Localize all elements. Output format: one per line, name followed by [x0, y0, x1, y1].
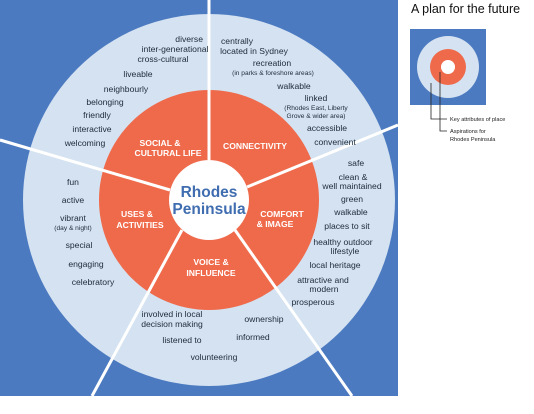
legend-leader-inner: [439, 72, 447, 132]
attribute-engaging: engaging: [68, 259, 104, 269]
attribute-liveable: liveable: [123, 69, 152, 79]
attribute-located-in-sydney: located in Sydney: [220, 46, 289, 56]
attribute-convenient: convenient: [314, 137, 356, 147]
attribute-recreation: recreation: [253, 58, 291, 68]
voice-attributes: involved in local decision making listen…: [141, 309, 284, 362]
legend-center: [441, 60, 455, 74]
attribute-centrally: centrally: [221, 36, 254, 46]
attribute-linked-note-1: (Rhodes East, Liberty: [284, 105, 348, 112]
attribute-listened-to: listened to: [162, 335, 201, 345]
attribute-cross-cultural: cross-cultural: [137, 54, 188, 64]
attribute-vibrant: vibrant: [60, 213, 86, 223]
attribute-neighbourly: neighbourly: [104, 84, 149, 94]
attribute-informed: informed: [236, 332, 270, 342]
attribute-green: green: [341, 194, 363, 204]
attribute-welcoming: welcoming: [64, 138, 106, 148]
attribute-vibrant-note: (day & night): [54, 225, 91, 232]
aspiration-uses-line1: USES &: [121, 209, 153, 219]
aspiration-voice-line2: INFLUENCE: [186, 268, 235, 278]
attribute-belonging: belonging: [86, 97, 123, 107]
comfort-attributes: safe clean & well maintained green walka…: [292, 158, 382, 307]
uses-attributes: fun active vibrant (day & night) special…: [54, 177, 115, 287]
aspiration-voice-line1: VOICE &: [193, 257, 228, 267]
attribute-fun: fun: [67, 177, 79, 187]
attribute-special: special: [66, 240, 93, 250]
aspiration-social-line2: CULTURAL LIFE: [135, 148, 202, 158]
attribute-modern: modern: [309, 284, 338, 294]
aspiration-comfort-line2: & IMAGE: [257, 219, 294, 229]
aspiration-connectivity: CONNECTIVITY: [223, 141, 287, 151]
aspiration-comfort-line1: COMFORT: [260, 209, 304, 219]
attribute-active: active: [62, 195, 85, 205]
attribute-walkable-connectivity: walkable: [276, 81, 311, 91]
attribute-healthy-outdoor: healthy outdoor: [313, 237, 372, 247]
attribute-prosperous: prosperous: [292, 297, 335, 307]
attribute-friendly: friendly: [83, 110, 111, 120]
attribute-linked-note-2: Grove & wider area): [287, 113, 346, 120]
attribute-well-maintained: well maintained: [321, 181, 381, 191]
attribute-attractive-and: attractive and: [297, 275, 349, 285]
legend-leader-outer: [430, 83, 447, 120]
attribute-clean: clean &: [339, 172, 368, 182]
divider-right: [246, 123, 399, 189]
attribute-celebratory: celebratory: [72, 277, 115, 287]
attribute-local-heritage: local heritage: [309, 260, 360, 270]
attribute-places-to-sit: places to sit: [324, 221, 370, 231]
attribute-involved: involved in local: [142, 309, 203, 319]
social-attributes: diverse inter-generational cross-cultura…: [64, 34, 209, 148]
aspiration-social-line1: SOCIAL &: [140, 138, 181, 148]
center-title-line2: Peninsula: [172, 201, 246, 218]
attribute-walkable-comfort: walkable: [333, 207, 368, 217]
attribute-diverse: diverse: [175, 34, 203, 44]
attribute-safe: safe: [348, 158, 364, 168]
attribute-interactive: interactive: [72, 124, 111, 134]
attribute-accessible: accessible: [307, 123, 347, 133]
attribute-recreation-note: (in parks & foreshore areas): [232, 70, 314, 77]
attribute-lifestyle: lifestyle: [331, 246, 360, 256]
attribute-decision-making: decision making: [141, 319, 203, 329]
attribute-ownership: ownership: [244, 314, 283, 324]
legend-key-attributes: Key attributes of place: [450, 117, 505, 123]
connectivity-attributes: centrally located in Sydney recreation (…: [220, 36, 356, 147]
divider-bottom-left: [90, 229, 184, 397]
attribute-inter-generational: inter-generational: [142, 44, 209, 54]
center-circle: [169, 160, 249, 240]
attribute-volunteering: volunteering: [191, 352, 238, 362]
attribute-linked: linked: [305, 93, 328, 103]
plan-title: A plan for the future: [411, 2, 521, 16]
divider-bottom-right: [233, 229, 354, 397]
legend-aspirations-line1: Aspirations for: [450, 129, 486, 135]
legend-aspirations-line2: Rhodes Peninsula: [450, 137, 496, 143]
center-title-line1: Rhodes: [181, 184, 238, 201]
divider-left: [0, 138, 171, 192]
legend: Key attributes of place Aspirations for …: [410, 29, 505, 143]
segment-dividers: [0, 0, 399, 397]
aspiration-uses-line2: ACTIVITIES: [116, 220, 164, 230]
